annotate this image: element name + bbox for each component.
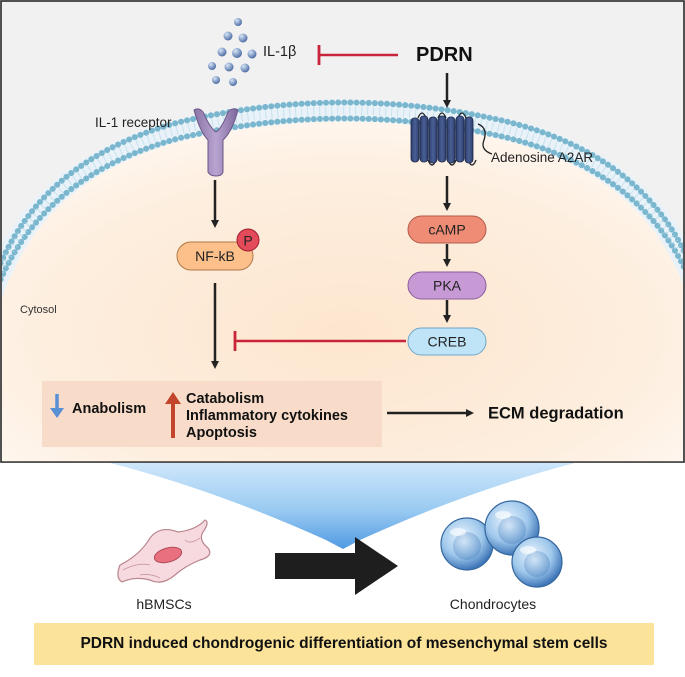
creb-label: CREB — [428, 334, 467, 350]
il1b-molecules-icon — [208, 18, 257, 86]
il1-receptor-y-icon — [193, 108, 239, 177]
conclusion-banner-text: PDRN induced chondrogenic differentiatio… — [80, 635, 608, 652]
up-arrow-icon — [165, 392, 181, 404]
nfkb-node: NF-kB P — [176, 228, 260, 271]
chondrocytes-label: Chondrocytes — [450, 596, 536, 612]
cytosol-label: Cytosol — [20, 304, 57, 316]
ecm-degradation-label: ECM degradation — [488, 405, 624, 423]
cell-membrane — [2, 99, 683, 299]
pdrn-label: PDRN — [416, 44, 473, 66]
anabolism-label: Anabolism — [72, 401, 146, 417]
hbmscs-label: hBMSCs — [136, 596, 191, 612]
hbmsc-cell-icon — [117, 519, 211, 583]
camp-node: cAMP — [407, 215, 487, 244]
phospho-label: P — [243, 233, 252, 249]
conclusion-banner: PDRN induced chondrogenic differentiatio… — [34, 623, 654, 665]
creb-inhibits-pathway — [233, 331, 406, 351]
pdrn-inhibits-il1b — [317, 45, 398, 65]
a2ar-gpcr-icon — [410, 112, 493, 166]
effects-box: Anabolism Catabolism Inflammatory cytoki… — [42, 381, 382, 447]
down-arrow-icon — [50, 408, 64, 418]
apoptosis-label: Apoptosis — [186, 425, 257, 441]
catabolism-label: Catabolism — [186, 391, 264, 407]
pka-label: PKA — [433, 278, 462, 294]
pka-node: PKA — [407, 271, 487, 300]
nfkb-label: NF-kB — [195, 248, 235, 264]
il1-receptor-label: IL-1 receptor — [95, 115, 172, 130]
camp-label: cAMP — [428, 222, 465, 238]
chondrocyte-cluster-icon — [440, 500, 563, 588]
inflammatory-cytokines-label: Inflammatory cytokines — [186, 408, 348, 424]
a2ar-label: Adenosine A2AR — [491, 150, 593, 165]
differentiation-arrow-icon — [275, 537, 398, 595]
creb-node: CREB — [407, 327, 487, 356]
il1b-label: IL-1β — [263, 44, 296, 60]
funnel-arrow-icon — [110, 463, 575, 549]
